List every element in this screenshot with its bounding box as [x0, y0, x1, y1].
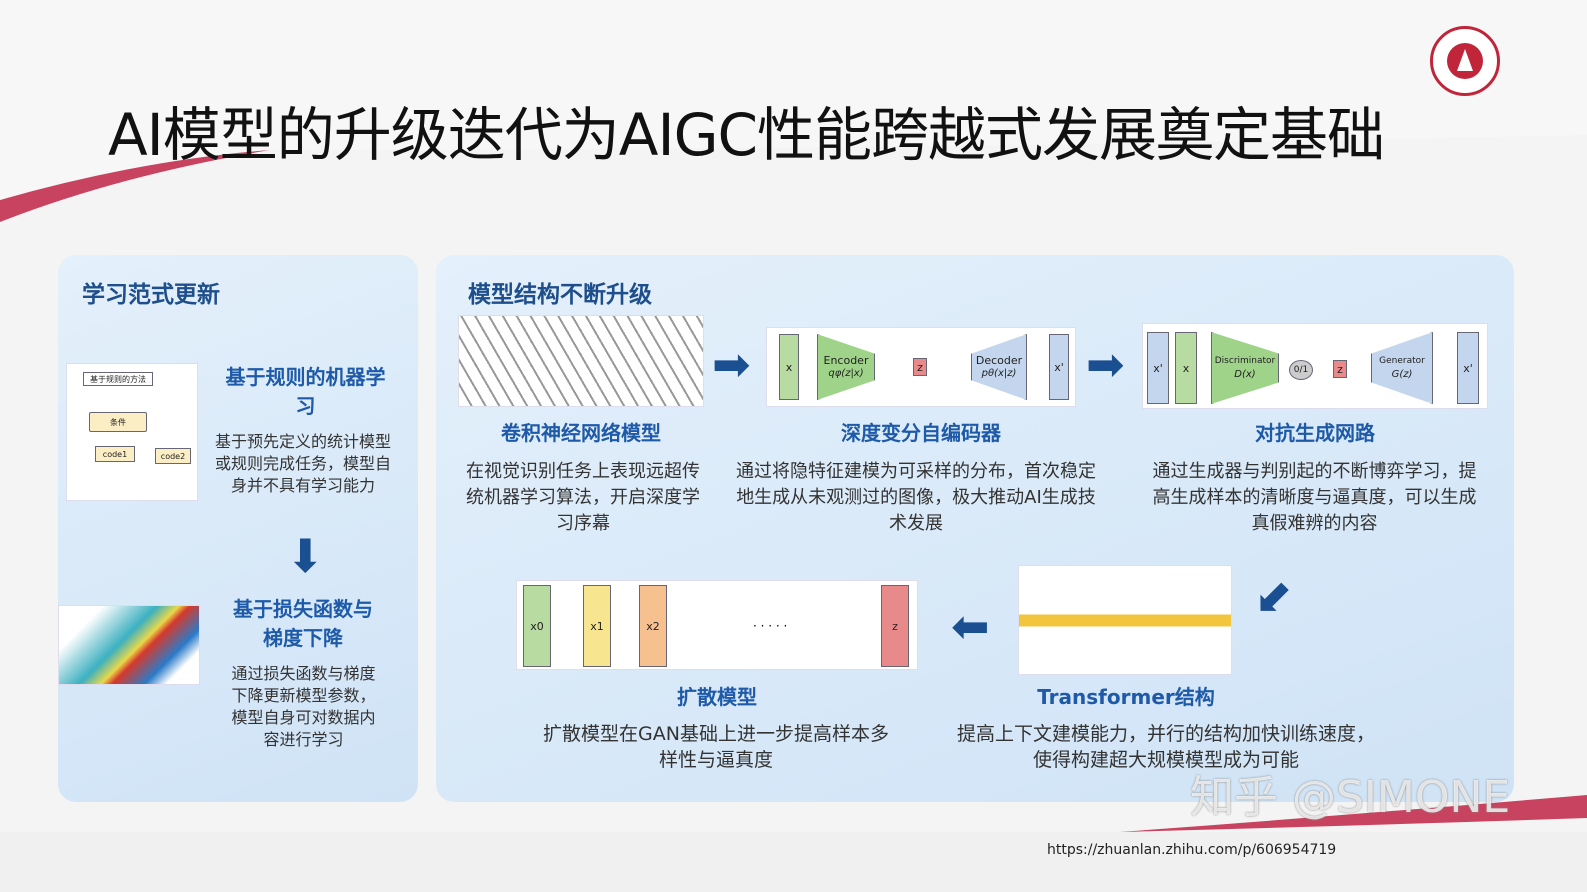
rule-based-title: 基于规则的机器学习: [225, 365, 386, 418]
right-arrow-icon: ➡: [712, 337, 751, 391]
diffusion-title: 扩散模型: [677, 685, 757, 709]
flow-condition: 条件: [89, 412, 147, 432]
flow-code2: code2: [155, 448, 191, 464]
gradient-desc: 通过损失函数与梯度下降更新模型参数，模型自身可对数据内容进行学习: [231, 664, 376, 749]
panel-heading: 模型结构不断升级: [468, 282, 652, 308]
diffusion-desc: 扩散模型在GAN基础上进一步提高样本多样性与逼真度: [543, 723, 889, 771]
vae-encoder: Encoder qφ(z|x): [817, 334, 875, 400]
diffusion-diagram: x0 x1 x2 · · · · · z: [516, 580, 918, 670]
gan-diagram: x' x Discriminator D(x) 0/1 z Generator …: [1142, 323, 1488, 409]
diff-dots: · · · · ·: [753, 619, 788, 633]
gan-title: 对抗生成网路: [1255, 421, 1375, 445]
diff-x2: x2: [639, 585, 667, 667]
cnn-diagram: [458, 315, 704, 407]
right-arrow-icon: ➡: [1086, 337, 1125, 391]
gan-x: x: [1175, 332, 1197, 404]
gan-output: 0/1: [1289, 360, 1313, 380]
gan-z: z: [1333, 360, 1347, 378]
vae-encoder-label: Encoder: [823, 354, 869, 367]
diff-x1: x1: [583, 585, 611, 667]
transformer-desc: 提高上下文建模能力，并行的结构加快训练速度，使得构建超大规模模型成为可能: [956, 723, 1375, 771]
university-logo: [1430, 26, 1500, 96]
vae-x: x: [779, 334, 799, 400]
loss-surface-image: [58, 605, 200, 685]
rule-based-desc: 基于预先定义的统计模型或规则完成任务，模型自身并不具有学习能力: [214, 432, 391, 495]
learning-paradigm-panel: 学习范式更新 基于规则的方法 条件 code1 code2 基于规则的机器学习 …: [58, 255, 418, 802]
flow-code1: code1: [95, 446, 135, 462]
transformer-diagram: [1018, 565, 1232, 675]
source-url: https://zhuanlan.zhihu.com/p/606954719: [1047, 842, 1337, 858]
gradient-title: 基于损失函数与梯度下降: [233, 597, 373, 650]
gan-discriminator-formula: D(x): [1234, 369, 1256, 380]
panel-heading: 学习范式更新: [82, 282, 220, 308]
flow-start: 基于规则的方法: [83, 372, 153, 386]
gan-generator-label: Generator: [1379, 356, 1425, 366]
gan-generator: Generator G(z): [1371, 332, 1433, 404]
vae-diagram: x Encoder qφ(z|x) z Decoder pθ(x|z) x': [766, 327, 1076, 407]
gan-xprime-out: x': [1457, 332, 1479, 404]
model-structure-panel: 模型结构不断升级 ➡ x Encoder qφ(z|x) z Decoder p…: [436, 255, 1514, 802]
vae-xprime: x': [1049, 334, 1069, 400]
diff-x0: x0: [523, 585, 551, 667]
cnn-title: 卷积神经网络模型: [501, 421, 661, 445]
transformer-title: Transformer结构: [1037, 685, 1215, 709]
gan-discriminator: Discriminator D(x): [1211, 332, 1279, 404]
diff-z: z: [881, 585, 909, 667]
cnn-desc: 在视觉识别任务上表现远超传统机器学习算法，开启深度学习序幕: [466, 461, 700, 534]
vae-encoder-formula: qφ(z|x): [828, 368, 864, 379]
gan-generator-formula: G(z): [1391, 369, 1413, 380]
watermark: 知乎 @SIMONE: [1190, 772, 1511, 823]
vae-desc: 通过将隐特征建模为可采样的分布，首次稳定地生成从未观测过的图像，极大推动AI生成…: [736, 461, 1096, 534]
down-left-arrow-icon: ⬋: [1254, 569, 1293, 623]
vae-z: z: [913, 358, 927, 376]
vae-decoder-formula: pθ(x|z): [981, 368, 1017, 379]
vae-decoder: Decoder pθ(x|z): [971, 334, 1027, 400]
slide-title: AI模型的升级迭代为AIGC性能跨越式发展奠定基础: [108, 101, 1385, 169]
vae-title: 深度变分自编码器: [841, 421, 1001, 445]
flowchart-image: 基于规则的方法 条件 code1 code2: [66, 363, 198, 501]
down-arrow-icon: ⬇: [286, 529, 325, 583]
gan-xprime: x': [1147, 332, 1169, 404]
gan-discriminator-label: Discriminator: [1214, 356, 1276, 366]
gan-desc: 通过生成器与判别起的不断博弈学习，提高生成样本的清晰度与逼真度，可以生成真假难辨…: [1152, 461, 1477, 534]
left-arrow-icon: ⬅: [951, 599, 990, 653]
vae-decoder-label: Decoder: [975, 354, 1023, 367]
